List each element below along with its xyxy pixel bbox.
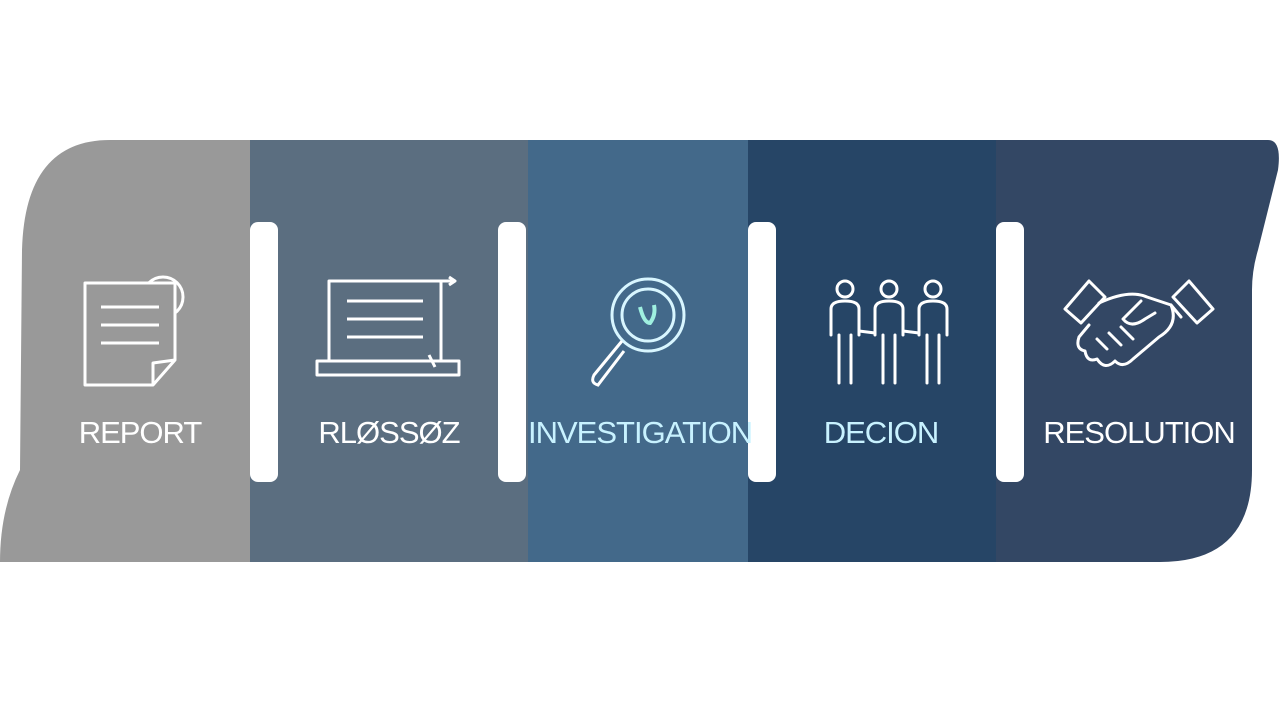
stage-resolution: RESOLUTION: [1024, 140, 1254, 562]
divider: [748, 222, 776, 482]
stage-bg-resolution: [996, 140, 1279, 562]
laptop-document-icon: [315, 275, 461, 377]
stage-investigation: INVESTIGATION: [528, 140, 753, 562]
stage-label: RESOLUTION: [1043, 415, 1236, 450]
stage-label: REPORT: [78, 415, 203, 450]
stage-report: REPORT: [40, 140, 240, 562]
process-band: REPORT RLØSSØZ INVESTIGAT: [0, 140, 1280, 562]
divider: [996, 222, 1024, 482]
stage-bg-review: [250, 140, 528, 562]
band-background: [0, 140, 1279, 562]
document-icon: [83, 275, 185, 387]
divider: [498, 222, 526, 482]
magnifying-glass-icon: [591, 277, 686, 387]
stage-label: RLØSSØZ: [318, 415, 460, 450]
handshake-icon: [1063, 279, 1215, 367]
people-icon: [829, 279, 949, 385]
stage-label: INVESTIGATION: [528, 415, 753, 450]
divider: [250, 222, 278, 482]
stage-label: DECΙON: [823, 415, 940, 450]
stage-bg-decision: [748, 140, 996, 562]
stage-review: RLØSSØZ: [278, 140, 500, 562]
stage-decision: DECΙON: [776, 140, 1006, 562]
